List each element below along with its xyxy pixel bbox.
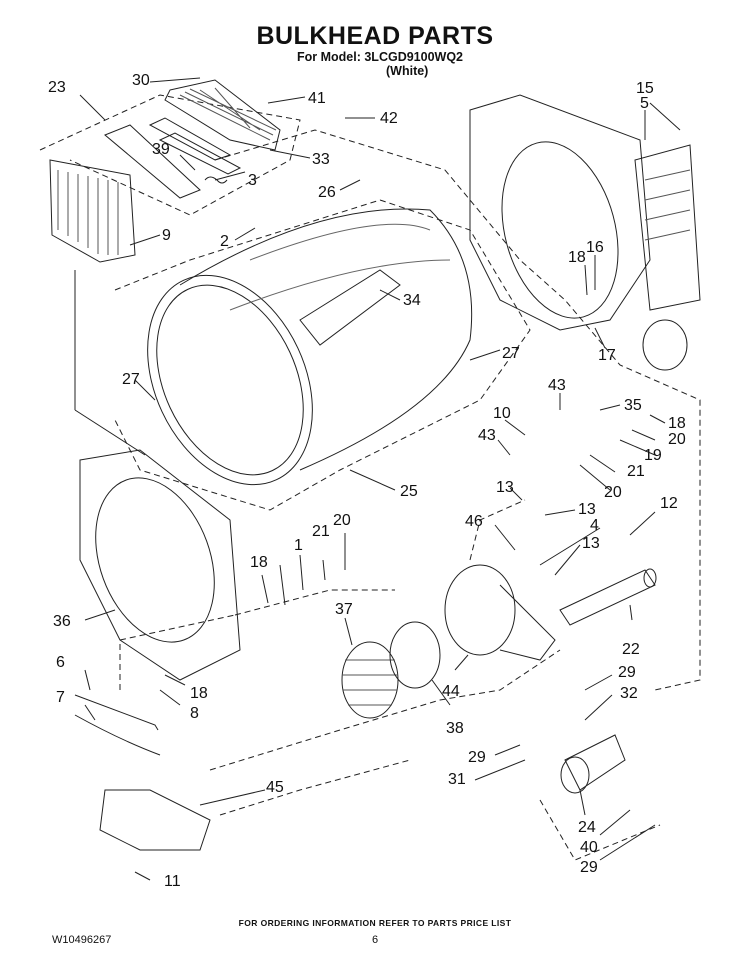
callout-32: 32 bbox=[620, 685, 638, 702]
exhaust-duct-part bbox=[559, 568, 657, 626]
callout-43b: 43 bbox=[478, 427, 496, 444]
callout-20b: 20 bbox=[604, 484, 622, 501]
callout-25: 25 bbox=[400, 483, 418, 500]
page-title: BULKHEAD PARTS bbox=[256, 22, 494, 50]
callout-13b: 13 bbox=[578, 501, 596, 518]
callout-29b: 29 bbox=[468, 749, 486, 766]
blower-seal-part bbox=[389, 621, 441, 689]
callout-37: 37 bbox=[335, 601, 353, 618]
blower-housing-part bbox=[444, 564, 556, 661]
callout-21b: 21 bbox=[312, 523, 330, 540]
callout-27: 27 bbox=[502, 345, 520, 362]
callout-23: 23 bbox=[48, 79, 66, 96]
lint-grille-part bbox=[164, 79, 281, 151]
callout-24: 24 bbox=[578, 819, 596, 836]
model-line: For Model: 3LCGD9100WQ2 bbox=[297, 50, 463, 64]
callout-3: 3 bbox=[248, 172, 257, 189]
leader-lines bbox=[79, 77, 681, 881]
callout-22: 22 bbox=[622, 641, 640, 658]
callout-26: 26 bbox=[318, 184, 336, 201]
callout-42: 42 bbox=[380, 110, 398, 127]
callout-33: 33 bbox=[312, 151, 330, 168]
glide-part bbox=[74, 714, 161, 756]
callout-7: 7 bbox=[56, 689, 65, 706]
callout-21: 21 bbox=[627, 463, 645, 480]
callout-18c: 18 bbox=[250, 554, 268, 571]
callout-34: 34 bbox=[403, 292, 421, 309]
callout-5: 5 bbox=[640, 95, 649, 112]
rear-bulkhead-part bbox=[469, 94, 701, 371]
lint-duct-bars bbox=[104, 117, 242, 199]
callout-18b: 18 bbox=[668, 415, 686, 432]
felt-seal-part bbox=[74, 694, 159, 731]
callout-30: 30 bbox=[132, 72, 150, 89]
callout-41: 41 bbox=[308, 90, 326, 107]
callout-12: 12 bbox=[660, 495, 678, 512]
callout-1: 1 bbox=[294, 537, 303, 554]
callout-36: 36 bbox=[53, 613, 71, 630]
burner-tube-part bbox=[560, 734, 626, 794]
callout-29: 29 bbox=[618, 664, 636, 681]
front-bulkhead-part bbox=[79, 449, 241, 681]
callout-6: 6 bbox=[56, 654, 65, 671]
callout-2: 2 bbox=[220, 233, 229, 250]
blower-wheel-part bbox=[341, 641, 399, 719]
callout-46: 46 bbox=[465, 513, 483, 530]
callout-labels: 30 41 42 23 39 33 3 26 9 2 34 15 5 18 16… bbox=[48, 72, 686, 890]
callout-27b: 27 bbox=[122, 371, 140, 388]
callout-19: 19 bbox=[644, 447, 662, 464]
callout-13: 13 bbox=[496, 479, 514, 496]
callout-9: 9 bbox=[162, 227, 171, 244]
callout-45: 45 bbox=[266, 779, 284, 796]
callout-11: 11 bbox=[164, 873, 181, 890]
lint-screen-part bbox=[49, 159, 136, 263]
heater-housing-part bbox=[99, 789, 211, 851]
callout-4: 4 bbox=[590, 517, 599, 534]
callout-43: 43 bbox=[548, 377, 566, 394]
document-number: W10496267 bbox=[52, 934, 112, 946]
callout-44: 44 bbox=[442, 683, 460, 700]
callout-39: 39 bbox=[152, 141, 170, 158]
color-line: (White) bbox=[386, 64, 429, 78]
page-number: 6 bbox=[372, 934, 379, 946]
callout-10: 10 bbox=[493, 405, 511, 422]
callout-15: 15 bbox=[636, 80, 654, 97]
callout-13c: 13 bbox=[582, 535, 600, 552]
callout-29c: 29 bbox=[580, 859, 598, 876]
callout-18d: 18 bbox=[190, 685, 208, 702]
callout-35: 35 bbox=[624, 397, 642, 414]
callout-18: 18 bbox=[568, 249, 586, 266]
ordering-note: FOR ORDERING INFORMATION REFER TO PARTS … bbox=[238, 918, 512, 928]
callout-17: 17 bbox=[598, 347, 616, 364]
callout-20: 20 bbox=[668, 431, 686, 448]
callout-8: 8 bbox=[190, 705, 199, 722]
callout-38: 38 bbox=[446, 720, 464, 737]
drum-part bbox=[147, 208, 473, 486]
callout-16: 16 bbox=[586, 239, 604, 256]
callout-31: 31 bbox=[448, 771, 466, 788]
callout-20c: 20 bbox=[333, 512, 351, 529]
callout-40: 40 bbox=[580, 839, 598, 856]
